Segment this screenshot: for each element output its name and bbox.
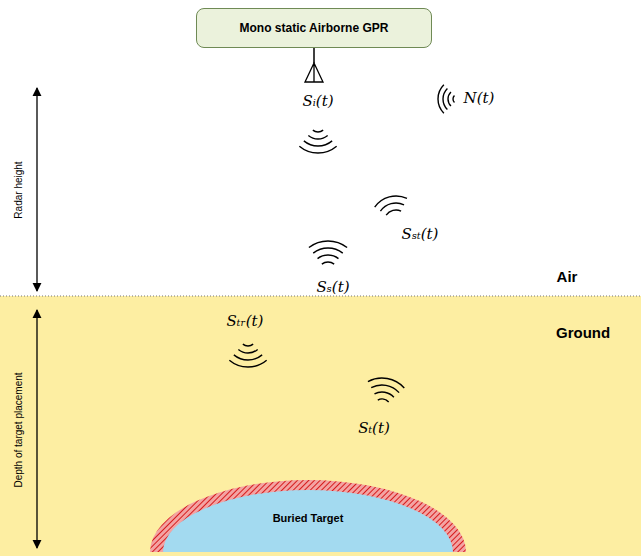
signal-name: Sₛ(t) <box>316 278 349 296</box>
wave-arc <box>438 85 444 113</box>
ground-fill <box>0 296 641 556</box>
depth-arrow <box>36 310 37 548</box>
box-title: Mono static Airborne GPR <box>240 21 389 35</box>
wave-arc <box>243 344 253 346</box>
signal-name: N(t) <box>464 89 495 107</box>
region-label: Air <box>557 268 578 285</box>
wave-arc <box>318 255 339 259</box>
wave-arc <box>308 135 327 139</box>
signal-name: Sₜᵣ(t) <box>227 312 264 330</box>
wave-arcs <box>229 85 454 402</box>
wave-arc <box>371 385 399 393</box>
signal-name: Sₜ(t) <box>358 419 390 437</box>
signal-name: Sᵢ(t) <box>302 92 333 110</box>
height-arrow <box>36 88 37 291</box>
wave-arc <box>380 203 404 211</box>
wave-arc <box>374 392 393 397</box>
wave-arc <box>238 349 257 353</box>
ground-band: Buried Target Ground <box>0 296 641 556</box>
wave-arc <box>443 88 447 109</box>
wave-arc <box>322 262 334 264</box>
antenna-feed <box>313 48 315 63</box>
wave-arc <box>453 95 454 102</box>
region-label: Ground <box>556 324 610 341</box>
wave-arc <box>378 399 389 402</box>
dimension-label: Depth of target placement <box>13 372 24 487</box>
wave-arc <box>368 378 404 388</box>
signal-name: Sₛₜ(t) <box>402 225 439 243</box>
wave-arc <box>299 146 336 153</box>
wave-arc <box>375 196 407 207</box>
wave-arc <box>229 360 266 367</box>
dimension-label: Radar height <box>13 161 24 218</box>
target-shell <box>150 480 466 552</box>
wave-arc <box>304 141 332 146</box>
wave-arc <box>234 355 262 360</box>
wave-arc <box>313 130 323 132</box>
target-label: Buried Target <box>150 512 466 524</box>
wave-arc <box>309 241 347 248</box>
wave-arc <box>386 210 401 215</box>
target-shape: Buried Target <box>150 480 466 552</box>
wave-arc <box>448 92 451 106</box>
radar-box: Mono static Airborne GPR <box>196 8 432 48</box>
antenna-symbol <box>305 63 323 82</box>
wave-arc <box>313 248 343 253</box>
